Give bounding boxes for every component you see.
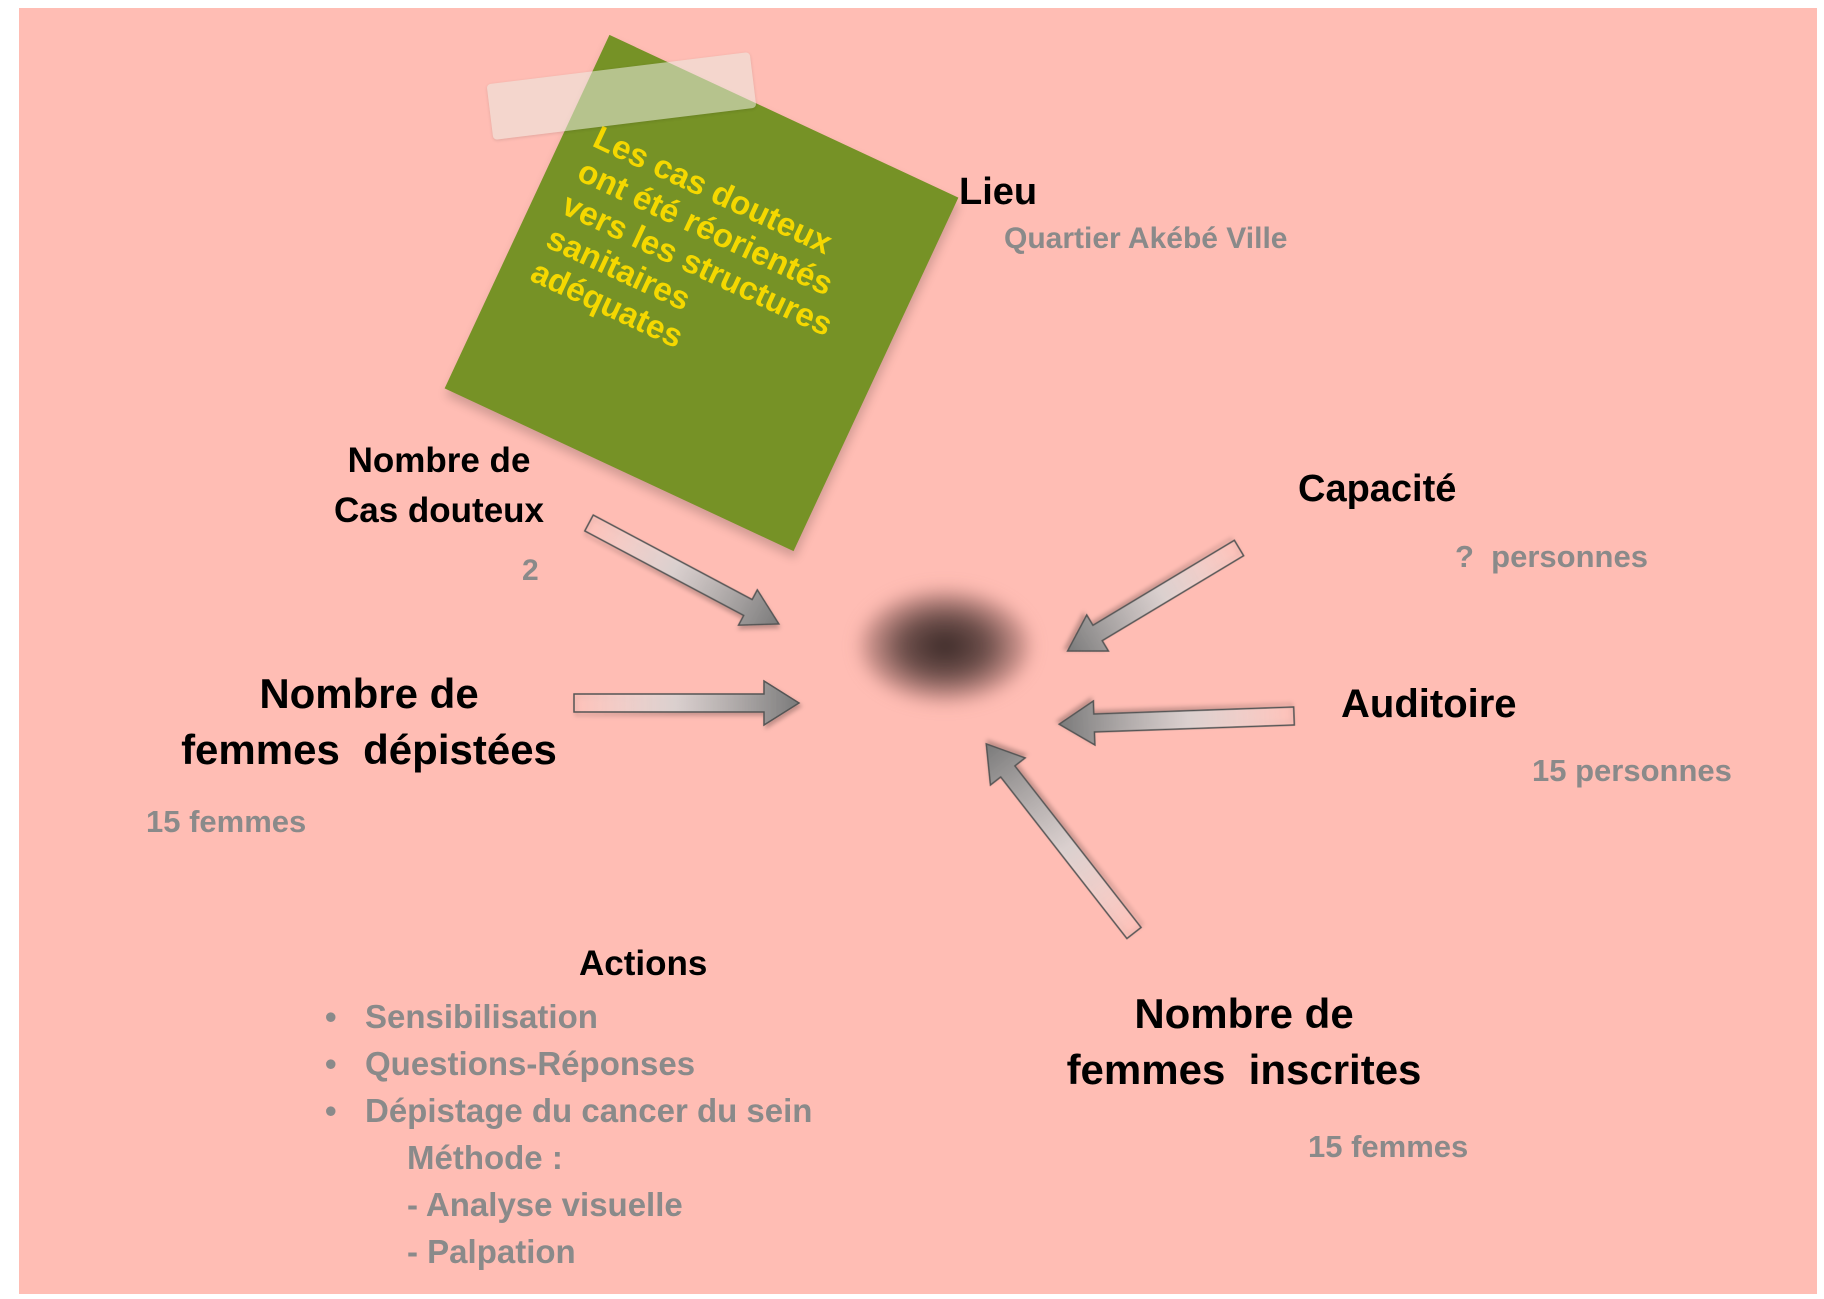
arrow-from-depistees [573, 679, 801, 727]
auditoire-heading: Auditoire [1341, 682, 1517, 726]
actions-item-label: Sensibilisation [365, 998, 598, 1035]
capacite-heading: Capacité [1298, 468, 1457, 510]
depistees-heading-line2: femmes dépistées [181, 726, 557, 773]
lieu-heading: Lieu [959, 171, 1038, 213]
inscrites-heading-line1: Nombre de [1134, 990, 1354, 1037]
method-label: Méthode : [407, 1139, 563, 1176]
actions-item-label: Questions-Réponses [365, 1045, 696, 1082]
arrow-from-auditoire [1057, 699, 1296, 747]
douteux-heading: Nombre de Cas douteux [309, 436, 569, 536]
actions-item-label: Dépistage du cancer du sein [365, 1092, 813, 1129]
actions-heading: Actions [579, 944, 708, 983]
douteux-value: 2 [522, 554, 539, 587]
slide-canvas: Les cas douteux ont été réorientés vers … [19, 8, 1817, 1294]
inscrites-value: 15 femmes [1308, 1129, 1469, 1164]
depistees-heading-line1: Nombre de [259, 670, 479, 717]
capacite-value: ? personnes [1455, 539, 1648, 574]
bullet-icon: • [325, 998, 337, 1035]
actions-list: • Sensibilisation • Questions-Réponses • Dé… [325, 993, 812, 1134]
bullet-icon: • [325, 1092, 337, 1129]
arrow-from-inscrites [985, 742, 1143, 940]
inscrites-heading-line2: femmes inscrites [1066, 1046, 1422, 1093]
actions-block: • Sensibilisation • Questions-Réponses • Dé… [325, 993, 812, 1275]
arrow-from-capacite [1066, 539, 1245, 652]
method-item: - Analyse visuelle [407, 1186, 683, 1223]
lieu-value: Quartier Akébé Ville [1004, 222, 1288, 255]
actions-item: • Sensibilisation [325, 993, 812, 1040]
arrows-layer [573, 514, 1296, 940]
depistees-heading: Nombre de femmes dépistées [139, 666, 599, 778]
douteux-heading-line1: Nombre de [347, 441, 531, 480]
depistees-value: 15 femmes [146, 804, 307, 839]
auditoire-value: 15 personnes [1532, 753, 1732, 788]
bullet-icon: • [325, 1045, 337, 1082]
actions-item: • Dépistage du cancer du sein [325, 1087, 812, 1134]
inscrites-heading: Nombre de femmes inscrites [1034, 986, 1454, 1098]
method-item: - Palpation [407, 1233, 576, 1270]
actions-item: • Questions-Réponses [325, 1040, 812, 1087]
arrow-from-douteux [583, 514, 781, 626]
center-hub [859, 589, 1031, 703]
douteux-heading-line2: Cas douteux [333, 491, 545, 530]
